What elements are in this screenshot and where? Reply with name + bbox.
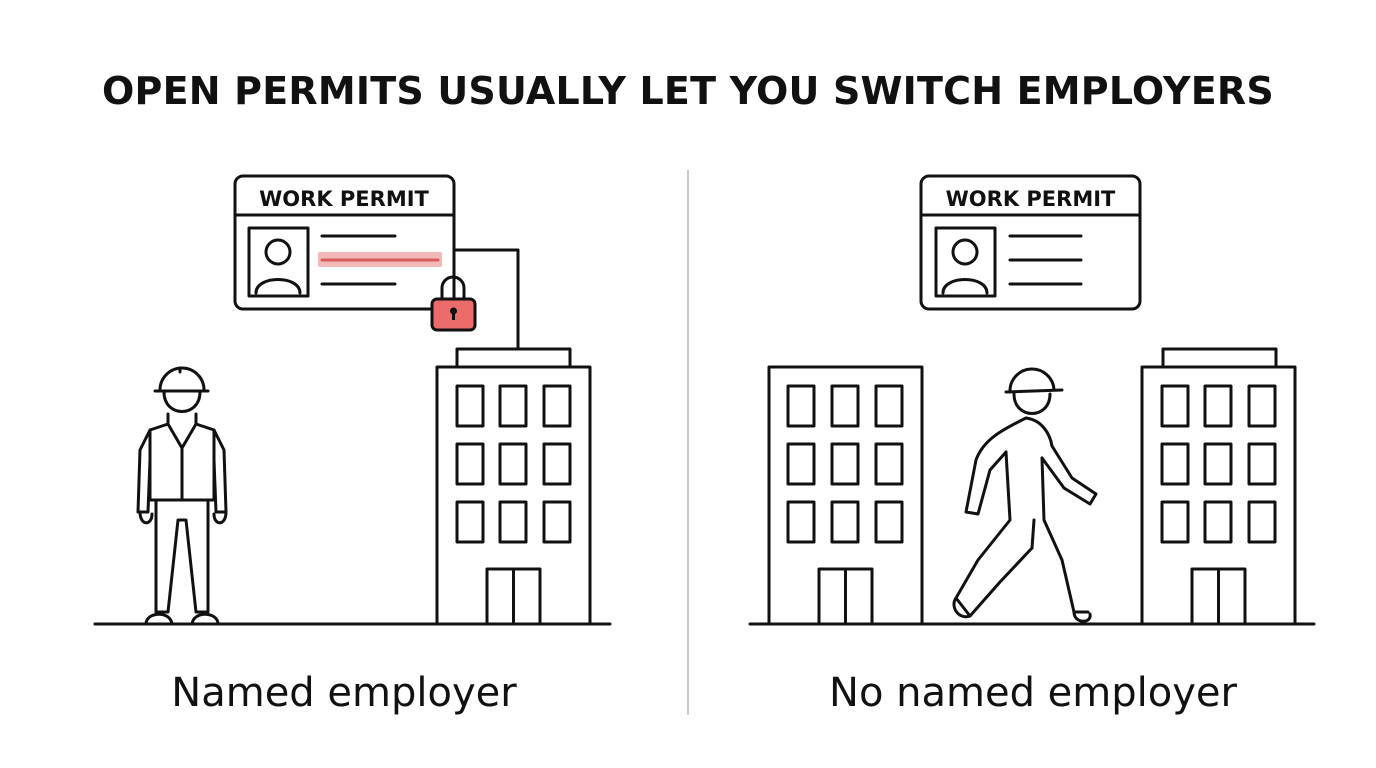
right-panel: WORK PERMIT No named employer [688, 0, 1376, 768]
office-building-icon [767, 365, 924, 626]
worker-walking-icon [952, 367, 1098, 623]
right-permit-label: WORK PERMIT [946, 187, 1116, 211]
page-title: OPEN PERMITS USUALLY LET YOU SWITCH EMPL… [102, 69, 1274, 113]
lock-icon [430, 275, 477, 332]
left-panel-illustration: WORK PERMIT [93, 174, 612, 626]
permit-card-icon [919, 174, 1142, 311]
left-permit-label: WORK PERMIT [259, 187, 429, 211]
left-caption: Named employer [171, 670, 517, 716]
permit-card-icon [233, 174, 456, 311]
office-building-icon [1140, 347, 1297, 626]
worker-standing-icon [136, 366, 228, 626]
permit-connector-line [452, 248, 520, 351]
left-panel: WORK PERMIT Named employer [93, 174, 612, 716]
panel-divider [687, 170, 689, 715]
right-panel-illustration: WORK PERMIT [748, 174, 1316, 626]
right-caption: No named employer [829, 670, 1237, 716]
office-building-icon [435, 347, 592, 626]
